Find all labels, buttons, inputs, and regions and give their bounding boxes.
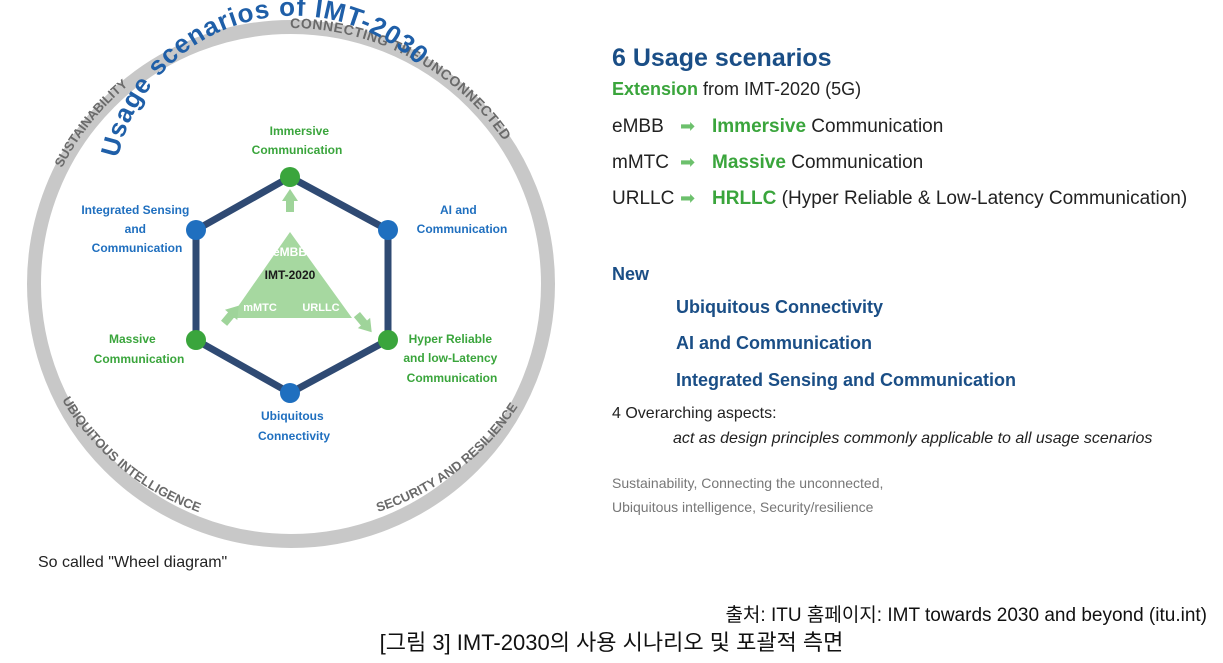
source-credit: 출처: ITU 홈페이지: IMT towards 2030 and beyon… [725, 605, 1207, 626]
ring-label-ubiquitous-intelligence: UBIQUITOUS INTELLIGENCE [59, 394, 203, 516]
node-hrllc [378, 330, 398, 350]
mapping-row: mMTC ➡ Massive Communication [612, 152, 923, 174]
node-integrated-sensing [186, 220, 206, 240]
new-item: Integrated Sensing and Communication [676, 370, 1017, 390]
node-ubiquitous-connectivity [280, 383, 300, 403]
mapping-row: URLLC ➡ HRLLC (Hyper Reliable & Low-Late… [612, 188, 1187, 210]
mapping-target: Immersive [712, 116, 807, 137]
overarching-heading: 4 Overarching aspects: [612, 405, 777, 422]
mapping-target: Massive [712, 152, 786, 173]
new-item: Ubiquitous Connectivity [676, 297, 883, 317]
mapping-from: URLLC [612, 188, 675, 209]
mapping-target: HRLLC [712, 188, 777, 209]
arrow-down-right-icon [353, 312, 372, 333]
wheel-title: Usage scenarios of IMT-2030 [95, 0, 435, 160]
usage-scenarios-title: 6 Usage scenarios [612, 44, 832, 72]
wheel-diagram-note: So called "Wheel diagram" [38, 554, 228, 571]
arrow-right-icon: ➡ [680, 188, 696, 208]
mapping-rest: Communication [785, 152, 924, 173]
overarching-description: act as design principles commonly applic… [673, 430, 1153, 447]
wheel-diagram: CONNECTING THE UNCONNECTED SUSTAINABILIT… [27, 0, 555, 548]
imt2020-triangle [230, 232, 352, 318]
new-heading: New [612, 264, 650, 284]
triangle-label-mmtc: mMTC [243, 302, 277, 314]
arrow-down-left-icon [221, 305, 239, 326]
triangle-label-imt2020: IMT-2020 [265, 268, 316, 282]
node-immersive [280, 167, 300, 187]
extension-word: Extension [612, 79, 699, 99]
arrow-right-icon: ➡ [680, 116, 696, 136]
node-label-ubiquitous-connectivity: Ubiquitous Connectivity [258, 409, 330, 443]
arrow-right-icon: ➡ [680, 152, 696, 172]
triangle-label-embb: eMBB [273, 245, 307, 259]
mapping-rest: (Hyper Reliable & Low-Latency Communicat… [776, 188, 1188, 209]
new-item: AI and Communication [676, 333, 873, 353]
node-label-ai-communication: AI and Communication [417, 203, 508, 236]
aspects-line: Sustainability, Connecting the unconnect… [612, 475, 884, 491]
node-massive [186, 330, 206, 350]
node-ai-communication [378, 220, 398, 240]
extension-line: Extension from IMT-2020 (5G) [612, 79, 861, 100]
triangle-label-urllc: URLLC [302, 302, 339, 314]
ring-label-security: SECURITY AND RESILIENCE [374, 400, 520, 515]
mapping-row: eMBB ➡ Immersive Communication [612, 116, 943, 138]
node-label-massive: Massive Communication [94, 332, 185, 366]
figure-caption: [그림 3] IMT-2030의 사용 시나리오 및 포괄적 측면 [379, 630, 844, 655]
extension-rest: from IMT-2020 (5G) [698, 79, 862, 99]
aspects-line: Ubiquitous intelligence, Security/resili… [612, 499, 874, 515]
mapping-from: mMTC [612, 152, 669, 173]
node-label-integrated-sensing: Integrated Sensing and Communication [81, 203, 192, 255]
arrow-up-icon [282, 189, 298, 212]
mapping-from: eMBB [612, 116, 664, 137]
node-label-hrllc: Hyper Reliable and low-Latency Communica… [403, 332, 500, 385]
node-label-immersive: Immersive Communication [252, 124, 343, 157]
mapping-rest: Communication [806, 116, 944, 137]
wheel-outer-ring [27, 20, 555, 548]
